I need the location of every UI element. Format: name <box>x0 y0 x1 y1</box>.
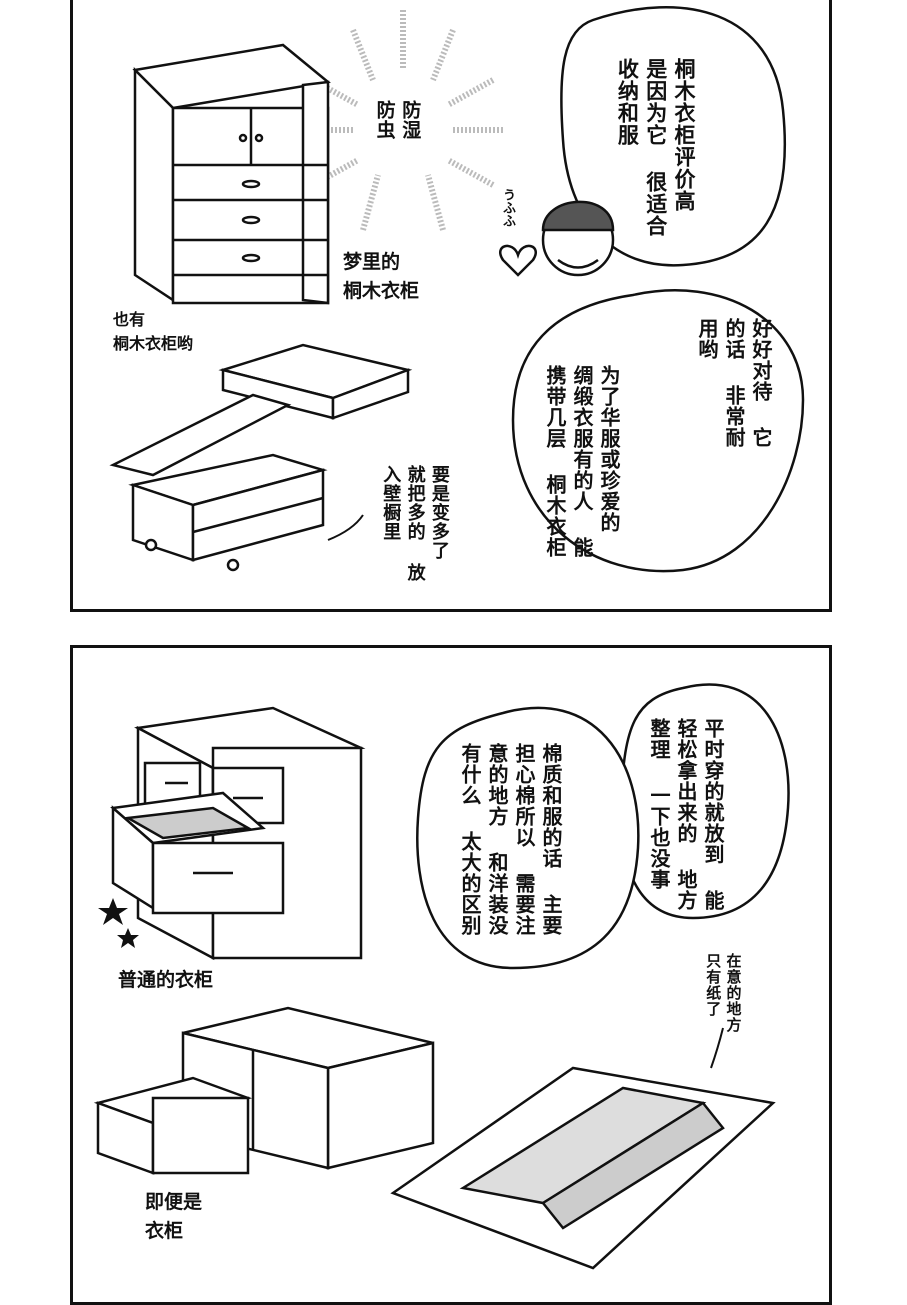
girl-face-drawing <box>499 200 615 277</box>
speech-bubble-left: 棉质和服的话 主要担心棉所以 需要注意的地方 和洋装没有什么 太大的区别 <box>458 743 563 936</box>
plastic-drawer-case-drawing <box>93 1006 435 1175</box>
speech-bubble-mid-left: 为了华服或珍爱的 绸缎衣服有的人 能携带几层 桐木衣柜 <box>543 365 621 558</box>
speech-bubble-left-outline <box>416 706 640 970</box>
speech-bubble-mid-outline <box>511 289 805 573</box>
sfx-laugh: うふふ <box>500 188 515 227</box>
caption-pointer-line <box>327 514 364 541</box>
kiri-storage-box-drawing <box>109 343 413 572</box>
caption-even-closet: 即便是 衣柜 <box>145 1191 203 1242</box>
comic-panel-top: 桐木衣柜评价高 是因为它 很适合 收纳和服 好好对待 它的话 非常耐用哟 为了华… <box>70 0 832 612</box>
star-decoration <box>98 898 139 948</box>
caption-pointer-line-bottom <box>710 1027 724 1069</box>
caption-dream-dresser: 梦里的 桐木衣柜 <box>343 251 420 302</box>
kiri-dresser-drawing <box>132 43 331 305</box>
caption-paper-only: 在意的地方 只有纸了 <box>704 953 743 1033</box>
panel-top-artwork <box>109 6 805 573</box>
speech-bubble-mid-right: 好好对待 它的话 非常耐用哟 <box>695 318 773 448</box>
speech-bubble-top-outline <box>560 6 787 267</box>
comic-panel-bottom: 平时穿的就放到 能轻松拿出来的 地方整理 一下也没事 棉质和服的话 主要担心棉所… <box>70 645 832 1305</box>
speech-bubble-right-outline <box>619 683 790 920</box>
panel-bottom-artwork <box>93 683 790 1270</box>
caption-normal-chest: 普通的衣柜 <box>118 969 214 991</box>
caption-closet: 要是变多了 就把多的 放入壁橱里 <box>380 465 450 582</box>
burst-text: 防湿 防虫 <box>373 100 422 140</box>
speech-bubble-right: 平时穿的就放到 能轻松拿出来的 地方整理 一下也没事 <box>647 718 725 911</box>
speech-bubble-top: 桐木衣柜评价高 是因为它 很适合 收纳和服 <box>615 58 697 237</box>
caption-kiri-box: 也有 桐木衣柜哟 <box>113 310 194 353</box>
chest-of-drawers-drawing <box>110 706 366 961</box>
kimono-paper-wrap-drawing <box>390 1066 776 1270</box>
